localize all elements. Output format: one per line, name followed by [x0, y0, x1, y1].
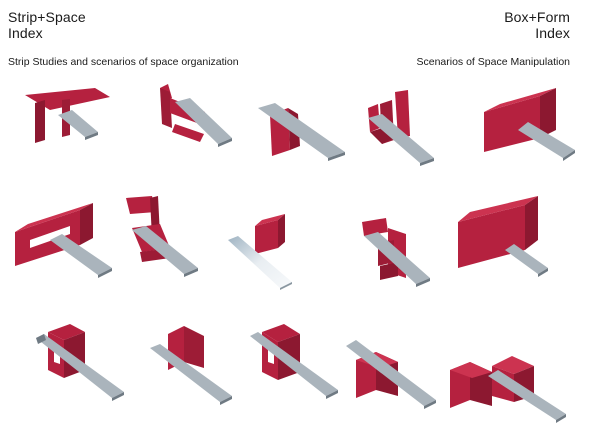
- right-subtitle: Scenarios of Space Manipulation: [416, 56, 570, 68]
- model-r3-c3: [250, 324, 338, 399]
- model-r3-c1: [36, 324, 124, 401]
- model-r1-c4: [368, 90, 434, 166]
- left-title-line2: Index: [8, 25, 43, 41]
- model-r3-c2: [150, 326, 232, 405]
- right-title-line1: Box+Form: [504, 9, 570, 25]
- model-r2-c2: [126, 196, 198, 277]
- model-r2-c3: [228, 214, 292, 290]
- model-r1-c5: [484, 88, 575, 161]
- model-r2-c1: [15, 203, 112, 278]
- left-title-line1: Strip+Space: [8, 9, 86, 25]
- right-index-title: Box+Form Index: [504, 9, 570, 41]
- model-r2-c5: [458, 196, 548, 277]
- right-title-line2: Index: [535, 25, 570, 41]
- left-index-title: Strip+Space Index: [8, 9, 86, 41]
- model-r1-c1: [25, 88, 110, 143]
- model-r1-c2: [160, 84, 232, 147]
- left-subtitle: Strip Studies and scenarios of space org…: [8, 56, 239, 68]
- model-r1-c3: [258, 103, 345, 161]
- model-r3-c5: [450, 356, 566, 423]
- model-r3-c4: [346, 340, 436, 409]
- model-r2-c4: [362, 218, 430, 287]
